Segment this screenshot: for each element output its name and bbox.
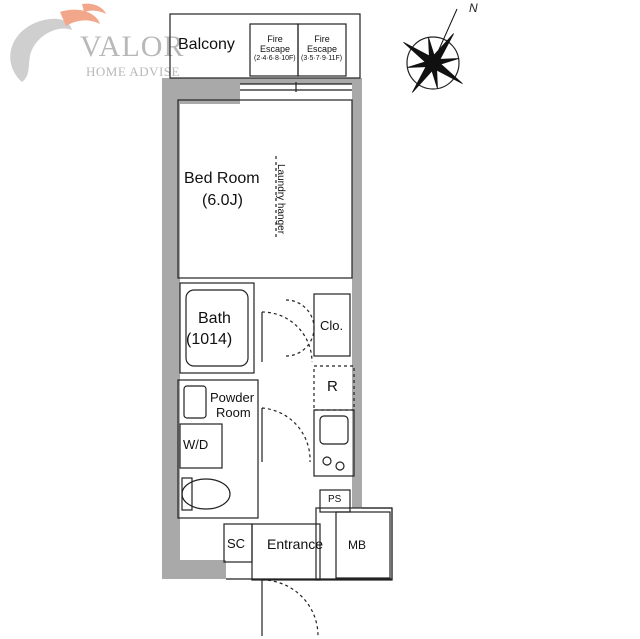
pipe-space-label: PS [328,494,342,505]
meter-box-label: MB [348,538,366,552]
shoe-closet-label: SC [227,536,246,551]
bedroom-name: Bed Room [184,170,260,187]
refrigerator-label: R [327,378,338,395]
entrance-label: Entrance [267,536,324,552]
logo-subtitle: HOME ADVISE [86,64,180,79]
compass-north-label: N [469,1,478,15]
logo-word: VALOR [80,30,185,63]
valor-logo-mark-icon [10,3,106,83]
balcony-outline [169,13,361,79]
closet-label: Clo. [320,318,344,333]
washer-dryer-label: W/D [183,437,209,452]
balcony-label: Balcony [178,36,235,53]
valor-logo: VALOR HOME ADVISE [0,0,190,100]
laundry-hanger-label: Laundry hanger [275,164,286,235]
bath-size: (1014) [186,331,233,348]
fire-escape-2-label: Fire Escape (3·5·7·9·11F) [301,34,343,62]
bath-name: Bath [198,310,231,327]
fire-escape-1-label: Fire Escape (2·4·6·8·10F) [254,34,296,62]
bedroom-size: (6.0J) [202,192,243,209]
powder-room-label: Powder Room [210,390,255,420]
